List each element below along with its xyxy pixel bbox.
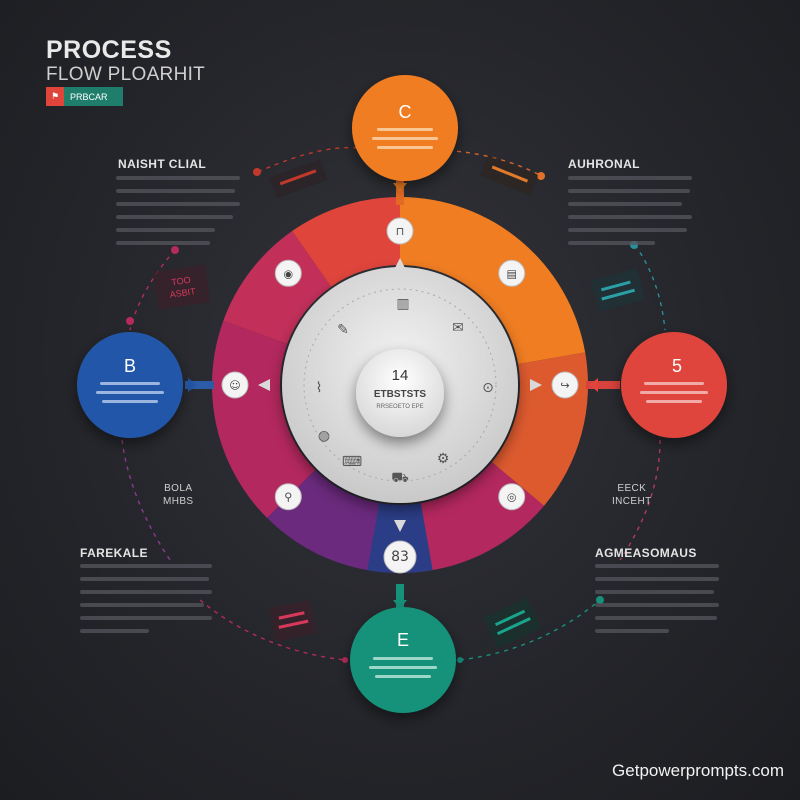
ring-badge-left-icon: ☺ (229, 379, 240, 392)
disc-icon-right: ⊙ (482, 380, 494, 396)
ring-badge-top-right-icon: ▤ (507, 267, 517, 280)
node-left-letter: B (124, 356, 136, 376)
node-right[interactable]: 5 (621, 332, 727, 438)
header-tag-label: PRBCAR (70, 91, 108, 102)
label-bottom-right: AGMEASOMAUS (595, 546, 697, 560)
side-tag-top-left (269, 159, 328, 199)
label-top-left: NAISHT CLIAL (118, 157, 207, 171)
center-subtitle: RRSEOETO EPE (376, 404, 423, 410)
disc-icon-top: ▥ (396, 296, 409, 312)
node-right-letter: 5 (672, 356, 682, 376)
label-bottom-left: FAREKALE (80, 546, 148, 560)
node-stems (185, 180, 620, 612)
watermark: Getpowerprompts.com (612, 761, 784, 780)
disc-icon-bottom-center: ⛟ (391, 470, 409, 486)
central-disc-dashes (303, 288, 497, 482)
connector-dots (126, 168, 638, 663)
ring-badges: ⊓ ▤ ◉ ☺ ↪ ⚲ ◎ 83 (221, 217, 579, 574)
page-title: PROCESS (46, 36, 172, 64)
side-label-left-lower-line1: BOLA (164, 483, 193, 494)
ring-badge-right: ↪ (551, 371, 579, 399)
ring-badge-bottom-right-icon: ◎ (507, 491, 517, 504)
side-label-left-lower-line2: MHBS (163, 496, 194, 507)
ring-badge-left: ☺ (221, 371, 249, 399)
side-tag-left-upper-line1: TOO (171, 275, 192, 288)
ring-segment-crimson (223, 230, 332, 344)
header-tag: ⚑ PRBCAR (46, 87, 123, 106)
ring-badge-top: ⊓ (386, 217, 414, 245)
ring-badge-top-left: ◉ (274, 259, 302, 287)
side-label-right-lower-line1: EECK (617, 483, 647, 494)
filler-top-right (568, 176, 692, 254)
ring-badge-bottom-left-icon: ⚲ (284, 491, 292, 504)
filler-bottom-left (80, 564, 212, 642)
side-label-right-lower: EECK INCEHT (612, 482, 652, 508)
node-top[interactable]: C (352, 75, 458, 181)
ring-badge-top-left-icon: ◉ (283, 267, 293, 280)
label-top-right: AUHRONAL (568, 157, 640, 171)
disc-icon-left: ⌇ (316, 380, 323, 396)
node-bottom[interactable]: E (350, 607, 456, 713)
ring-segment-magenta-left (212, 320, 316, 518)
ring-segment-red (292, 197, 400, 287)
ring-badge-right-icon: ↪ (560, 379, 569, 392)
disc-icon-bottom-left: ◍ (318, 428, 330, 444)
side-label-right-lower-line2: INCEHT (612, 496, 652, 507)
disc-arrows (258, 258, 542, 532)
disc-icon-bottom: ⌨ (342, 454, 362, 470)
node-bottom-letter: E (397, 630, 409, 650)
filler-bottom-right (595, 564, 719, 642)
center-hub (356, 349, 444, 437)
disc-icon-top-right: ✉ (452, 320, 464, 336)
filler-top-left (116, 176, 240, 254)
ring-badge-bottom-icon: 83 (391, 549, 409, 565)
side-label-left-lower: BOLA MHBS (163, 482, 194, 508)
disc-icon-bottom-right: ⚙ (437, 451, 450, 467)
side-tag-right-upper (590, 268, 646, 312)
ring-badge-bottom: 83 (383, 540, 417, 574)
node-left[interactable]: B (77, 332, 183, 438)
ring-segment-orange (400, 197, 586, 365)
side-tag-left-upper-line2: ASBIT (169, 286, 197, 300)
side-tag-bottom-left (268, 599, 317, 642)
ring-badge-bottom-left: ⚲ (274, 483, 302, 511)
tag-icon: ⚑ (46, 87, 64, 106)
ring-badge-top-icon: ⊓ (396, 225, 405, 238)
side-tag-left-upper: TOO ASBIT (153, 264, 211, 310)
page-subtitle: FLOW PLOARHIT (46, 64, 206, 85)
side-tag-bottom-right (483, 597, 542, 649)
ring-badge-top-right: ▤ (498, 259, 526, 287)
center-number: 14 (392, 367, 409, 384)
center-title: ETBSTSTS (374, 389, 427, 400)
ring-badge-bottom-right: ◎ (498, 483, 526, 511)
node-top-letter: C (399, 102, 412, 122)
side-tag-top-right (480, 155, 539, 196)
disc-icon-top-left: ✎ (337, 322, 349, 338)
disc-icons: ▥ ✎ ✉ ⌇ ⊙ ◍ ⚙ ⌨ ⛟ (316, 296, 494, 486)
